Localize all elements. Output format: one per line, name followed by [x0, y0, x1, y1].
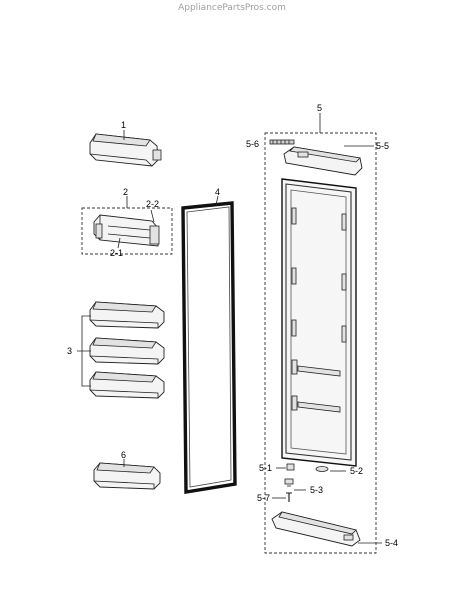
part-5-3-bushing: [284, 478, 294, 487]
part-3-door-bin-lower: [89, 371, 165, 399]
callout-5: 5: [317, 103, 322, 113]
part-5-door-liner: [281, 178, 357, 467]
part-5-2-cap: [315, 466, 329, 472]
callout-1: 1: [121, 120, 126, 130]
part-3-door-bin-middle: [89, 337, 165, 365]
callout-2-1: 2-1: [110, 248, 123, 258]
part-4-door-gasket: [181, 201, 237, 494]
callout-3: 3: [67, 346, 72, 356]
part-1-door-bin: [89, 133, 162, 167]
leader-2-2: [150, 209, 155, 223]
part-2-shelf-assembly: [93, 214, 160, 247]
part-3-door-bin-upper: [89, 301, 165, 329]
callout-4: 4: [215, 187, 220, 197]
callout-5-6: 5-6: [246, 139, 259, 149]
callout-5-7: 5-7: [257, 493, 270, 503]
leader-4: [215, 195, 219, 206]
callout-5-1: 5-1: [259, 463, 272, 473]
part-5-4-bottom-cap: [271, 511, 361, 547]
watermark-text: AppliancePartsPros.com: [178, 3, 286, 13]
part-5-6-clip: [269, 139, 295, 145]
part-5-5-top-cap: [283, 146, 363, 176]
leader-2-1: [117, 237, 121, 249]
callout-5-4: 5-4: [385, 538, 398, 548]
part-6-small-bin: [93, 462, 161, 490]
callout-2-2: 2-2: [146, 199, 159, 209]
callout-6: 6: [121, 450, 126, 460]
callout-5-3: 5-3: [310, 485, 323, 495]
callout-5-5: 5-5: [376, 141, 389, 151]
callout-2: 2: [123, 187, 128, 197]
part-5-7-screw: [286, 492, 292, 502]
part-5-group-box: [264, 132, 377, 554]
leader-3-bracket: [77, 315, 91, 387]
part-5-1-block: [286, 463, 295, 471]
callout-5-2: 5-2: [350, 466, 363, 476]
